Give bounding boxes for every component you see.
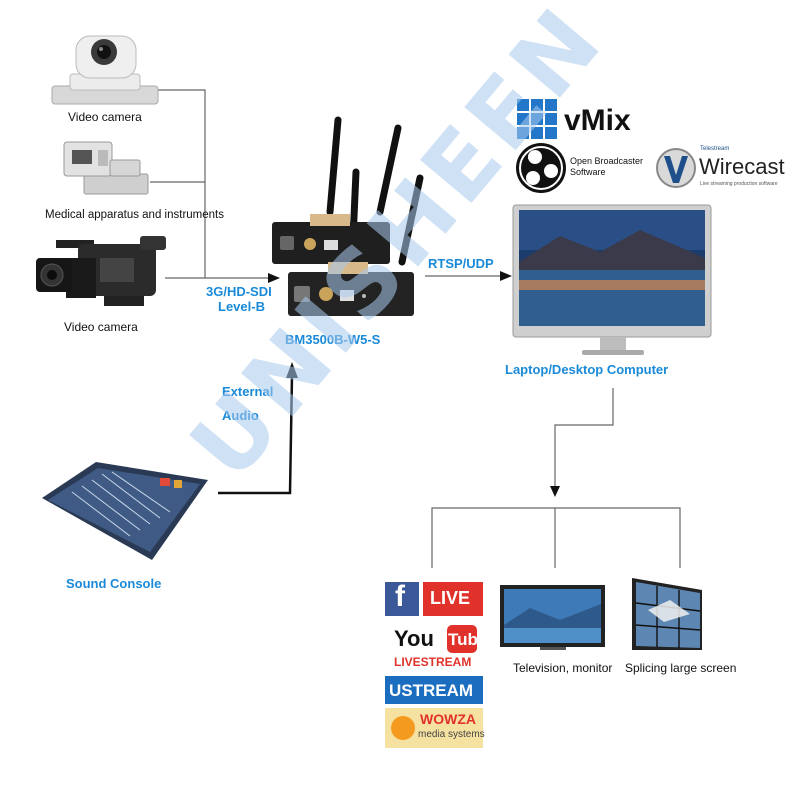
platform-tiles bbox=[385, 582, 483, 748]
sdi-label-line1: 3G/HD-SDI bbox=[206, 284, 272, 299]
sdi-arrow-head bbox=[268, 273, 280, 283]
ptz-camera-icon bbox=[51, 35, 159, 105]
wirecast-tagline: Live streaming production software bbox=[700, 181, 778, 187]
audio-line bbox=[218, 374, 294, 495]
wowza-sub-label: media systems bbox=[418, 729, 485, 740]
rtsp-label: RTSP/UDP bbox=[428, 256, 494, 271]
livestream-label: LIVESTREAM bbox=[394, 655, 472, 669]
wirecast-logo-icon bbox=[656, 148, 696, 188]
sound-console-icon bbox=[42, 462, 208, 560]
encoder-device-icon bbox=[272, 116, 424, 316]
wirecast-brand-small: Telestream bbox=[700, 146, 730, 152]
vmix-logo-icon bbox=[517, 99, 557, 139]
obs-label-line1: Open Broadcaster bbox=[570, 156, 644, 166]
ustream-label: USTREAM bbox=[389, 681, 474, 700]
output-tree-lines bbox=[431, 388, 681, 568]
obs-label-line2: Software bbox=[570, 167, 606, 177]
obs-logo-icon bbox=[516, 143, 566, 193]
tv-label: Television, monitor bbox=[513, 661, 613, 675]
facebook-live-label: LIVE bbox=[430, 588, 471, 608]
youtube-you-label: You bbox=[394, 626, 434, 651]
encoder-model-label: BM3500B-W5-S bbox=[285, 332, 381, 347]
facebook-glyph: f bbox=[395, 580, 405, 613]
television-icon bbox=[500, 585, 605, 650]
sdi-bus-lines bbox=[150, 89, 268, 279]
camera2-label: Video camera bbox=[64, 320, 138, 334]
medical-label: Medical apparatus and instruments bbox=[45, 209, 224, 221]
camera1-label: Video camera bbox=[68, 110, 142, 124]
computer-label: Laptop/Desktop Computer bbox=[505, 362, 669, 377]
rtsp-arrow-head bbox=[500, 271, 512, 281]
camcorder-icon bbox=[36, 236, 166, 306]
tree-arrow-head bbox=[550, 486, 560, 497]
wirecast-label: Wirecast bbox=[699, 154, 785, 179]
desktop-monitor-icon bbox=[512, 204, 712, 355]
audio-label-line2: Audio bbox=[222, 408, 259, 423]
sdi-label-line2: Level-B bbox=[218, 299, 265, 314]
wowza-label: WOWZA bbox=[420, 711, 476, 727]
audio-arrow-head bbox=[286, 362, 298, 378]
video-wall-icon bbox=[632, 578, 702, 650]
sound-console-label: Sound Console bbox=[66, 576, 162, 591]
youtube-tube-label: Tube bbox=[448, 630, 488, 649]
medical-apparatus-icon bbox=[63, 141, 149, 195]
vmix-label: vMix bbox=[564, 104, 631, 137]
wall-label: Splicing large screen bbox=[625, 661, 737, 675]
audio-label-line1: External bbox=[222, 384, 274, 399]
